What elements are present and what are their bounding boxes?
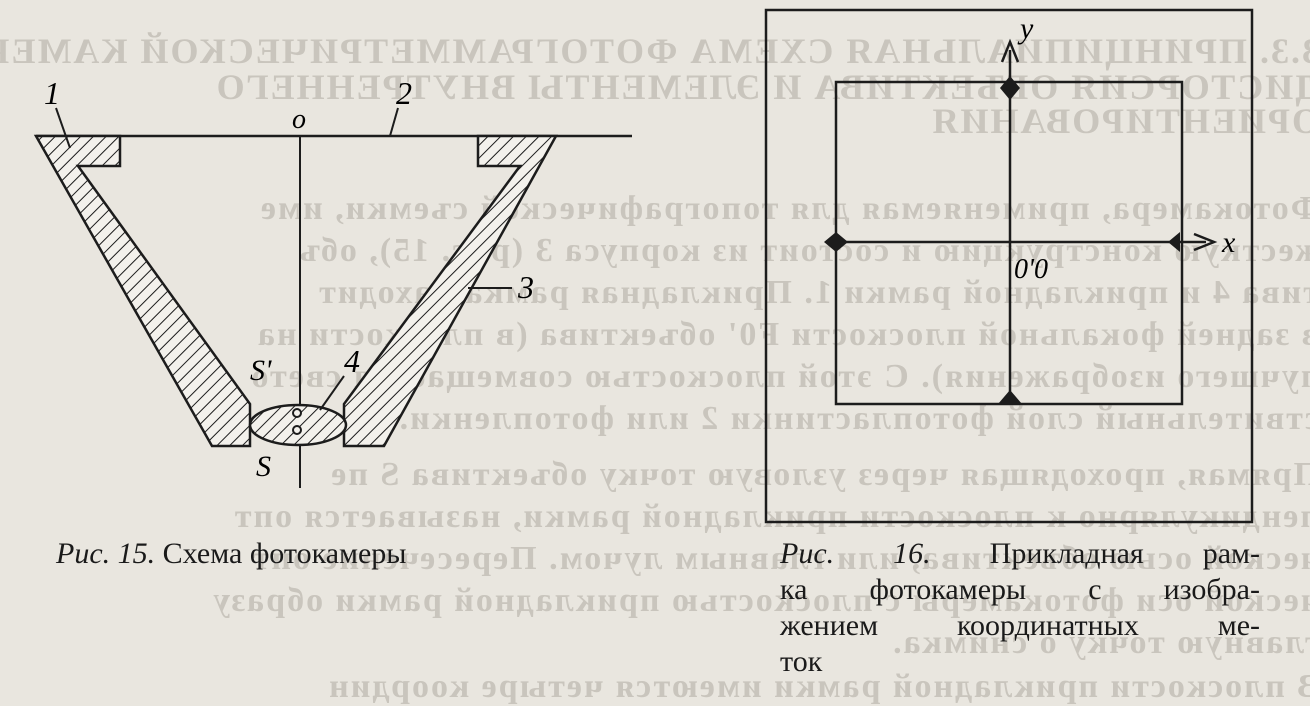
- fiducial-mark-right: [1168, 232, 1180, 252]
- label-lens-4: 4: [344, 343, 360, 379]
- label-s: S: [256, 450, 271, 483]
- lens-nodal-point-upper: [292, 408, 302, 418]
- caption-text: Схема фотокамеры: [162, 537, 407, 570]
- caption-word: ток: [780, 645, 823, 678]
- figure-15-caption: Рис. 15. Схема фотокамеры: [56, 536, 406, 572]
- label-x-axis: x: [1221, 226, 1236, 259]
- caption-word: ме-: [1217, 609, 1260, 642]
- right-cone-wall: [342, 134, 559, 448]
- figure-16-applied-frame: y x 0'0: [764, 8, 1254, 524]
- y-axis-arrowhead: [1000, 38, 1020, 63]
- fiducial-mark-bottom: [998, 390, 1022, 404]
- left-cone-wall: [33, 134, 252, 448]
- caption-prefix: Рис.: [780, 537, 835, 570]
- caption-line: ка фотокамеры с изобра-: [780, 572, 1260, 608]
- caption-word: Прикладная: [989, 537, 1144, 570]
- label-s-prime: S': [250, 354, 272, 387]
- label-y-axis: y: [1017, 12, 1034, 45]
- outer-frame-border: [764, 8, 1254, 524]
- caption-number: 15.: [117, 537, 156, 570]
- leader-line-1: [55, 107, 71, 149]
- fiducial-mark-top: [1000, 76, 1020, 100]
- caption-word: координатных: [956, 609, 1139, 642]
- leader-line-4: [319, 375, 345, 411]
- leader-line-2: [389, 107, 399, 137]
- caption-word: изобра-: [1163, 573, 1260, 606]
- x-axis-arrowhead: [1193, 232, 1218, 252]
- lens-ellipse: [248, 403, 348, 447]
- caption-line: ток: [780, 644, 1260, 680]
- label-film-2: 2: [396, 75, 412, 111]
- label-origin: 0'0: [1014, 254, 1048, 285]
- label-cone-3: 3: [517, 269, 534, 305]
- caption-prefix: Рис.: [56, 537, 111, 570]
- label-frame-1: 1: [44, 75, 60, 111]
- caption-line: Рис. 16. Прикладная рам-: [780, 536, 1260, 572]
- label-center-o: o: [292, 104, 306, 135]
- caption-word: жением: [780, 609, 879, 642]
- caption-word: с: [1088, 573, 1102, 606]
- caption-word: фотокамеры: [869, 573, 1027, 606]
- caption-line: жением координатных ме-: [780, 608, 1260, 644]
- figure-16-caption: Рис. 16. Прикладная рам- ка фотокамеры с…: [780, 536, 1260, 680]
- caption-number: 16.: [893, 537, 931, 570]
- figure-15-camera-scheme: 1 2 o 3 4 S' S: [33, 75, 632, 488]
- fiducial-mark-left: [824, 232, 848, 252]
- caption-word: ка: [780, 573, 808, 606]
- caption-word: рам-: [1202, 537, 1260, 570]
- lens-nodal-point-lower: [292, 425, 302, 435]
